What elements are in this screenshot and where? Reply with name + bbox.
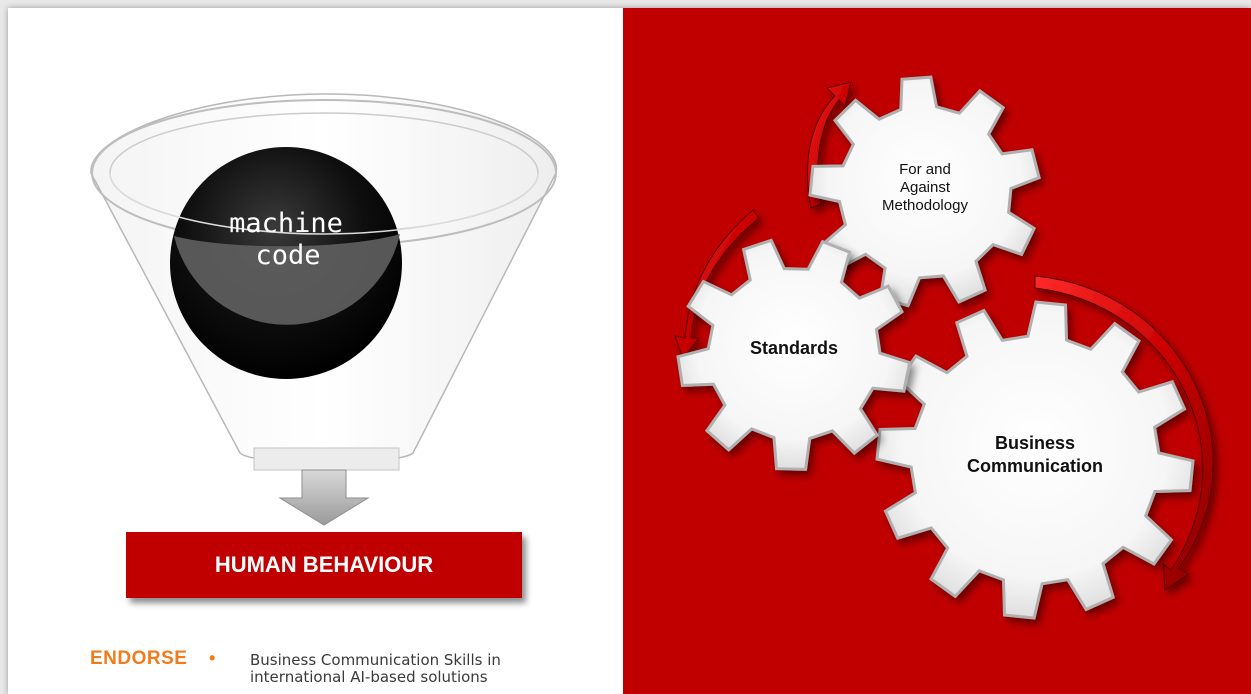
down-arrow	[278, 469, 370, 526]
human-behaviour-box: HUMAN BEHAVIOUR	[126, 532, 522, 598]
gear-top-line1: For and	[899, 161, 951, 178]
left-panel: machine code HUMAN BEHAVIOUR ENDORSE • B…	[8, 8, 623, 694]
gear-business-line2: Communication	[967, 456, 1103, 476]
tagline-rest-line1: in	[482, 651, 501, 669]
gear-layer	[676, 75, 1195, 620]
tagline-line2: international AI-based solutions	[250, 668, 488, 686]
slide: machine code HUMAN BEHAVIOUR ENDORSE • B…	[8, 8, 1251, 694]
gear-standards-label: Standards	[750, 338, 838, 358]
gear-standards	[676, 238, 912, 471]
funnel-rim-front	[109, 172, 539, 235]
sphere-text-line1: machine	[229, 208, 343, 239]
endorse-logo: ENDORSE	[90, 648, 188, 669]
gear-top-line2: Against	[900, 179, 951, 196]
right-panel: For and Against Methodology Standards Bu…	[623, 8, 1251, 694]
gear-business-line1: Business	[995, 433, 1075, 453]
sphere-lower-half	[174, 234, 400, 325]
footer: ENDORSE • Business Communication Skills …	[90, 646, 610, 694]
footer-tagline: Business Communication Skills in interna…	[250, 652, 501, 686]
gear-large	[875, 300, 1195, 620]
curved-arrow-left	[674, 209, 760, 360]
tagline-bold: Business Communication Skills	[250, 651, 483, 669]
curved-arrow-right	[1034, 275, 1214, 591]
sphere-text-line2: code	[255, 240, 320, 271]
brand-separator: •	[209, 648, 216, 668]
gears-diagram: For and Against Methodology Standards Bu…	[674, 75, 1214, 620]
funnel-spout	[253, 447, 400, 471]
funnel-diagram: machine code	[90, 93, 557, 526]
human-behaviour-label: HUMAN BEHAVIOUR	[214, 552, 434, 577]
gear-top-line3: Methodology	[882, 197, 968, 214]
